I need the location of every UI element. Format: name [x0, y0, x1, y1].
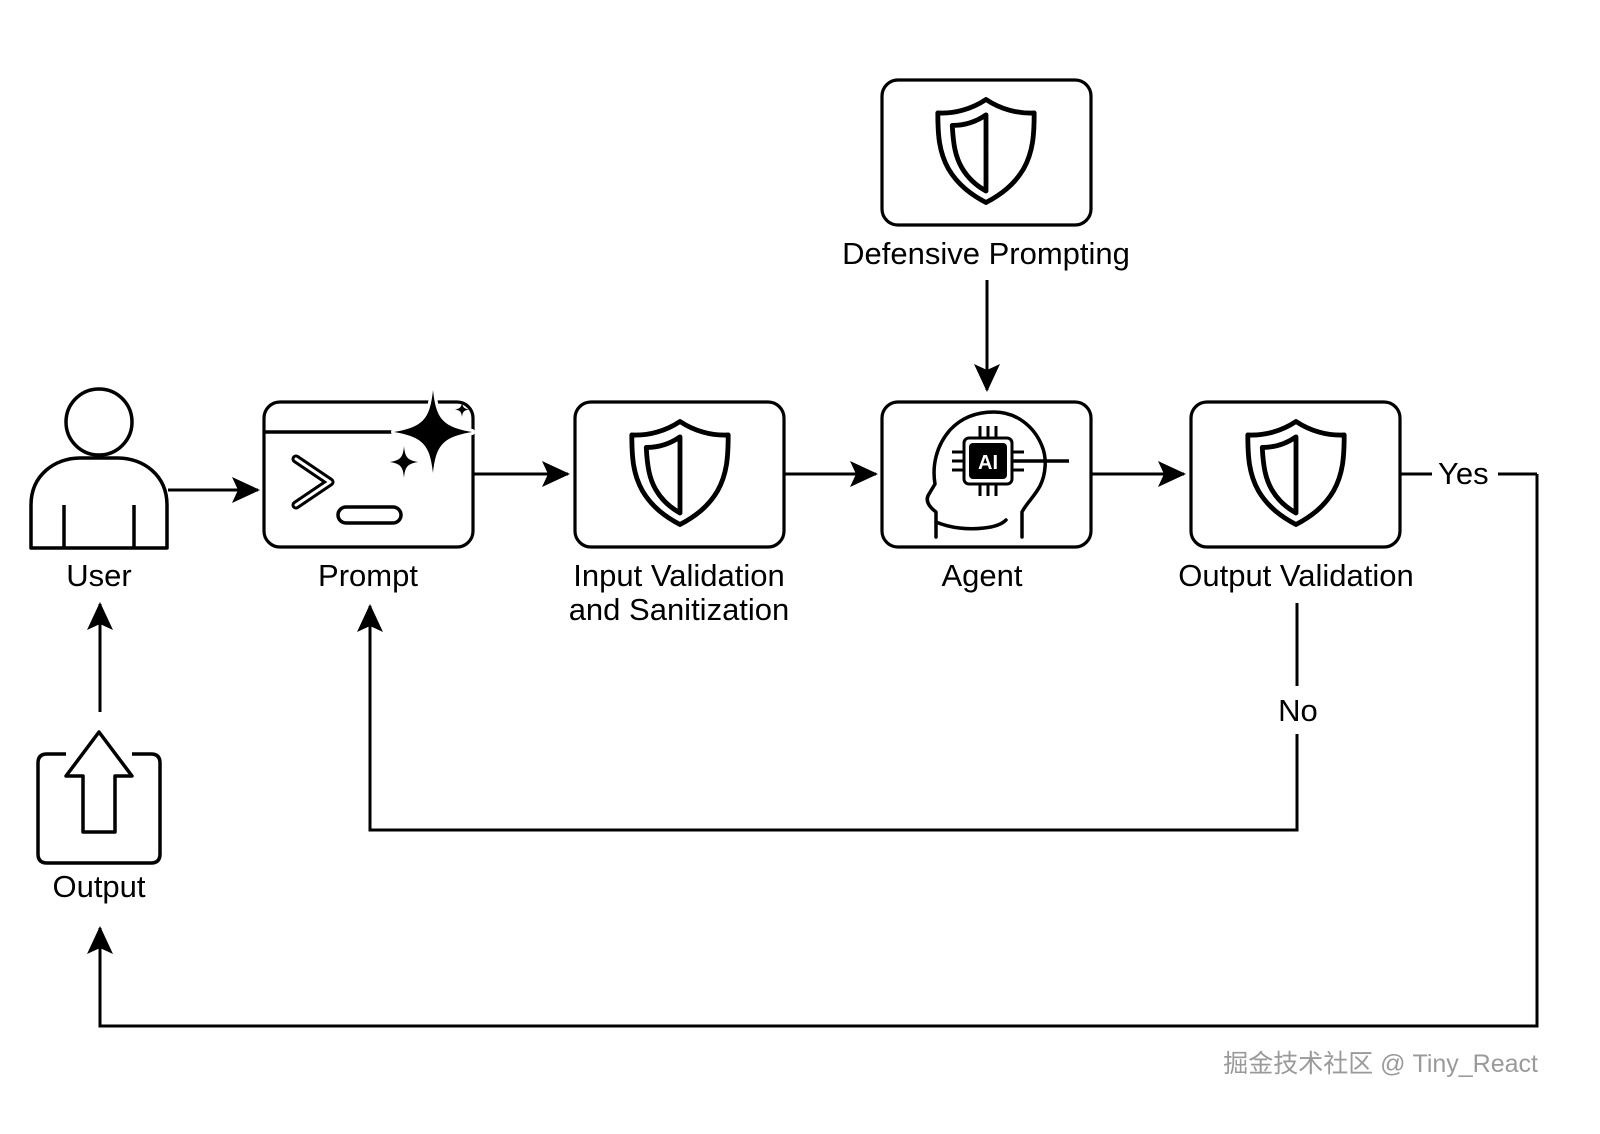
- defensive-prompting-label: Defensive Prompting: [842, 236, 1130, 271]
- input-validation-label-line1: Input Validation: [573, 558, 784, 593]
- user-label: User: [66, 558, 131, 593]
- edge-label-no: No: [1278, 693, 1318, 728]
- prompt-label: Prompt: [318, 558, 418, 593]
- node-output: Output: [36, 730, 162, 904]
- node-input-validation: Input Validation and Sanitization: [569, 400, 790, 627]
- watermark: 掘金技术社区 @ Tiny_React: [1223, 1050, 1538, 1078]
- user-icon: [29, 387, 169, 550]
- node-output-validation: Output Validation: [1178, 400, 1414, 593]
- node-user: User: [29, 387, 169, 593]
- ai-head-icon: AI: [925, 410, 1069, 539]
- output-validation-label: Output Validation: [1178, 558, 1414, 593]
- node-prompt: Prompt: [262, 387, 475, 593]
- edge-no-path: [357, 603, 1299, 832]
- output-label: Output: [52, 869, 145, 904]
- input-validation-label-line2: and Sanitization: [569, 592, 790, 627]
- node-defensive-prompting: Defensive Prompting: [842, 78, 1130, 271]
- edge-label-yes: Yes: [1438, 456, 1489, 491]
- edge-yes-path: [87, 472, 1539, 1028]
- upload-arrow-icon: [36, 730, 162, 865]
- terminal-sparkle-icon: [265, 387, 475, 525]
- connectors: [87, 280, 1539, 1028]
- node-agent: AI Agent: [880, 400, 1093, 593]
- agent-chip-text: AI: [978, 452, 998, 474]
- agent-label: Agent: [941, 558, 1022, 593]
